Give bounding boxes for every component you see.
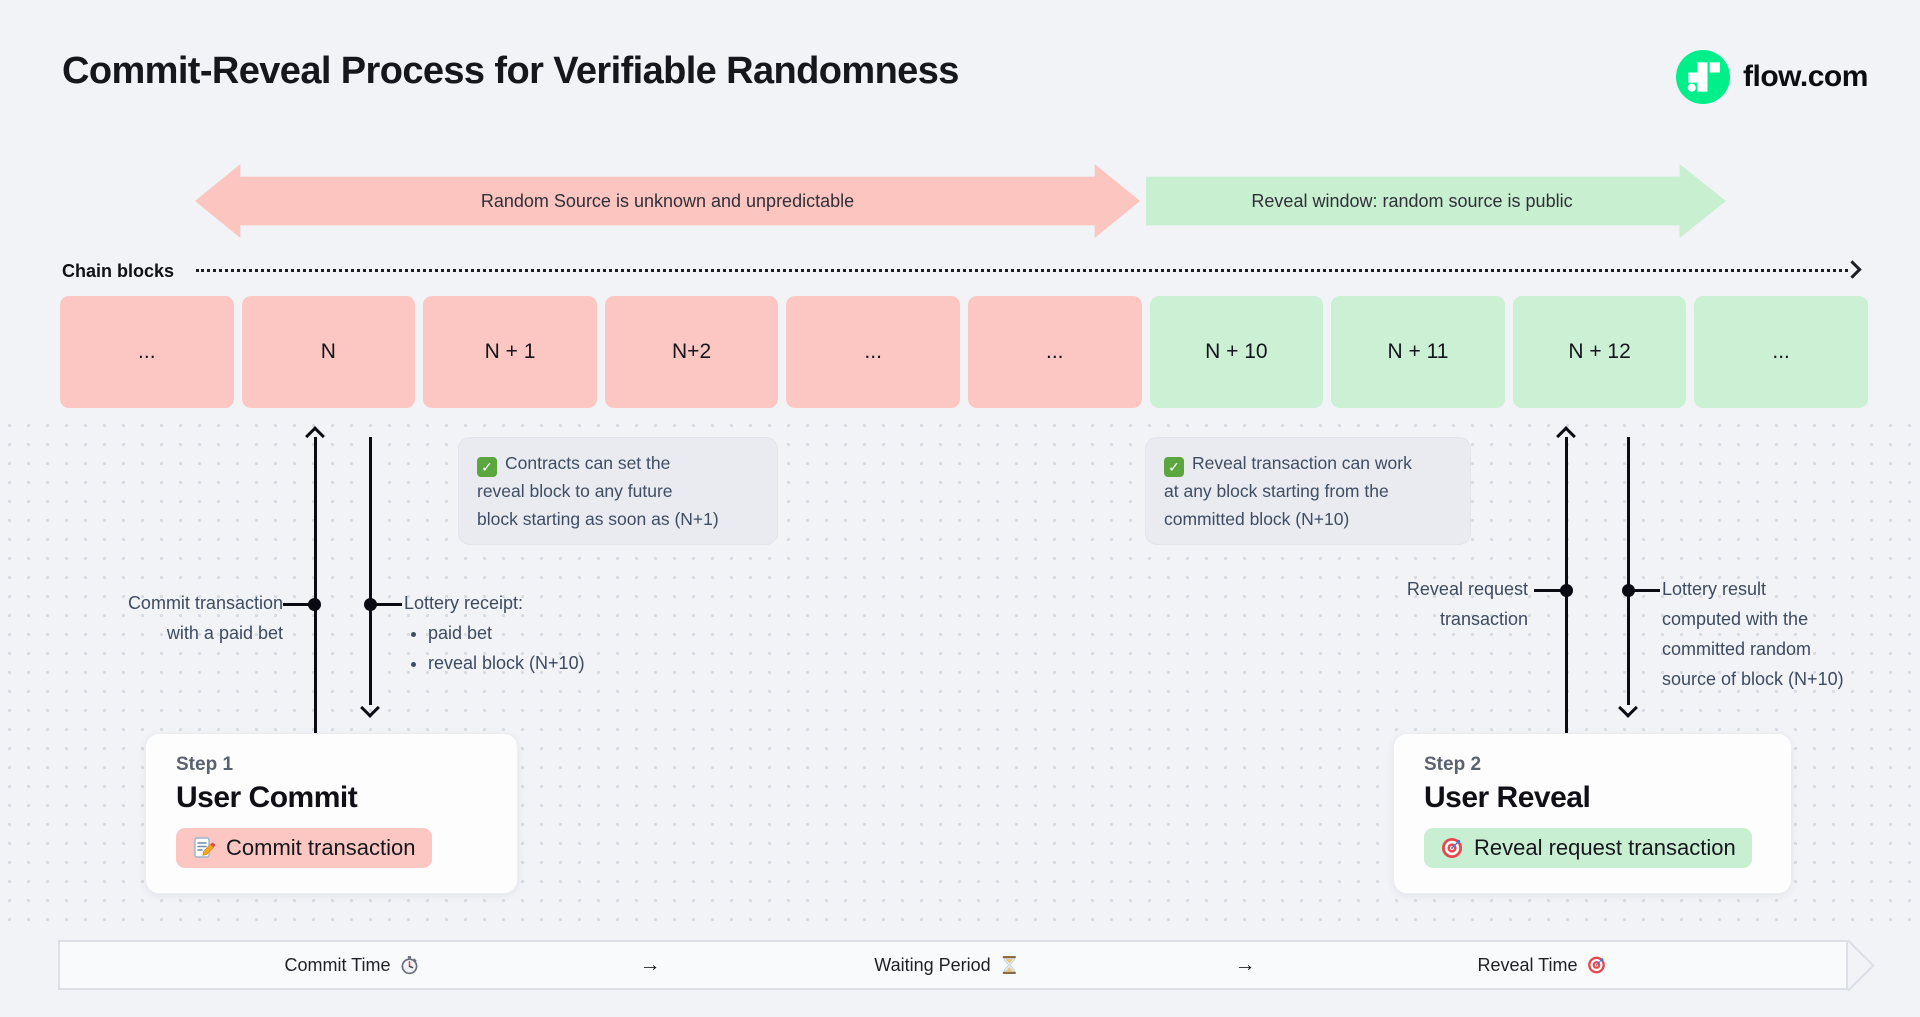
step-1-card: Step 1 User Commit Commit transaction <box>145 733 518 894</box>
chain-block: ... <box>786 296 960 408</box>
connector-dot <box>364 598 377 611</box>
reveal-request-label: Reveal request transaction <box>1406 579 1528 629</box>
note-line: block starting as soon as (N+1) <box>477 509 719 529</box>
page-title: Commit-Reveal Process for Verifiable Ran… <box>62 50 959 92</box>
chain-block: N+2 <box>604 296 779 408</box>
lottery-receipt-label: Lottery receipt: paid bet reveal block (… <box>404 588 654 678</box>
chain-axis-dotted-line <box>196 269 1848 272</box>
timeline-commit-time: Commit Time <box>284 942 419 988</box>
note-line: reveal block to any future <box>477 481 673 501</box>
reveal-phase-banner: Reveal window: random source is public <box>1146 164 1726 238</box>
connector-line <box>1534 589 1561 592</box>
step-title: User Commit <box>176 781 358 814</box>
arrow-right-icon: → <box>1234 953 1256 976</box>
chain-blocks-label: Chain blocks <box>62 261 175 281</box>
note-line: Contracts can set the <box>505 453 671 473</box>
commit-up-arrow-line <box>314 437 317 733</box>
connector-dot <box>1622 584 1635 597</box>
connector-dot <box>1560 584 1573 597</box>
timeline-waiting-period: Waiting Period <box>874 942 1019 988</box>
connector-line <box>1633 589 1660 592</box>
note-reveal-window: ✓ Reveal transaction can work at any bloc… <box>1145 437 1471 545</box>
note-commit-window: ✓ Contracts can set the reveal block to a… <box>458 437 778 545</box>
target-icon <box>1442 838 1462 858</box>
chain-block: N + 10 <box>1149 296 1324 408</box>
commit-tx-label: Commit transaction with a paid bet <box>127 593 283 643</box>
chain-block: N + 1 <box>423 296 597 408</box>
lottery-result-label: Lottery result computed with the committ… <box>1662 579 1844 689</box>
brand-name: flow.com <box>1743 60 1868 93</box>
commit-phase-banner: Random Source is unknown and unpredictab… <box>195 164 1140 238</box>
arrow-right-icon: → <box>639 953 661 976</box>
reveal-phase-label: Reveal window: random source is public <box>1251 190 1573 211</box>
check-icon: ✓ <box>477 457 497 477</box>
receipt-down-arrow-line <box>369 437 372 705</box>
chain-block: ... <box>1694 296 1868 408</box>
connector-line <box>283 603 310 606</box>
note-line: Reveal transaction can work <box>1192 453 1412 473</box>
commit-phase-label: Random Source is unknown and unpredictab… <box>480 190 855 211</box>
note-line: at any block starting from the <box>1164 481 1389 501</box>
chain-block: N + 11 <box>1331 296 1505 408</box>
brand-lockup: flow.com <box>1676 50 1868 104</box>
flow-logo-icon <box>1676 50 1730 104</box>
chain-axis-arrowhead-icon <box>1843 260 1862 279</box>
step-number: Step 1 <box>176 754 234 775</box>
timeline-bar: Commit Time → Waiting Period → Reveal Ti… <box>58 940 1848 990</box>
step-2-card: Step 2 User Reveal Reveal request transa… <box>1393 733 1792 894</box>
step-number: Step 2 <box>1424 754 1482 775</box>
commit-transaction-pill: Commit transaction <box>176 828 432 868</box>
connector-dot <box>308 598 321 611</box>
receipt-bullet: reveal block (N+10) <box>428 648 654 678</box>
chain-block: N + 12 <box>1512 296 1687 408</box>
note-line: committed block (N+10) <box>1164 509 1350 529</box>
chain-block: N <box>241 296 416 408</box>
check-icon: ✓ <box>1164 457 1184 477</box>
receipt-bullet: paid bet <box>428 618 654 648</box>
memo-icon <box>194 837 216 858</box>
step-title: User Reveal <box>1424 781 1591 814</box>
reveal-request-pill: Reveal request transaction <box>1424 828 1752 868</box>
hourglass-icon <box>1003 956 1017 974</box>
stopwatch-icon <box>401 956 418 975</box>
chain-blocks-row: ... N N + 1 N+2 ... ... N + 10 N + 11 N … <box>60 296 1868 408</box>
result-down-arrow-line <box>1627 437 1630 705</box>
timeline-reveal-time: Reveal Time <box>1477 942 1606 988</box>
connector-line <box>375 603 402 606</box>
chain-block: ... <box>967 296 1142 408</box>
target-icon <box>1588 956 1605 974</box>
chain-block: ... <box>60 296 234 408</box>
